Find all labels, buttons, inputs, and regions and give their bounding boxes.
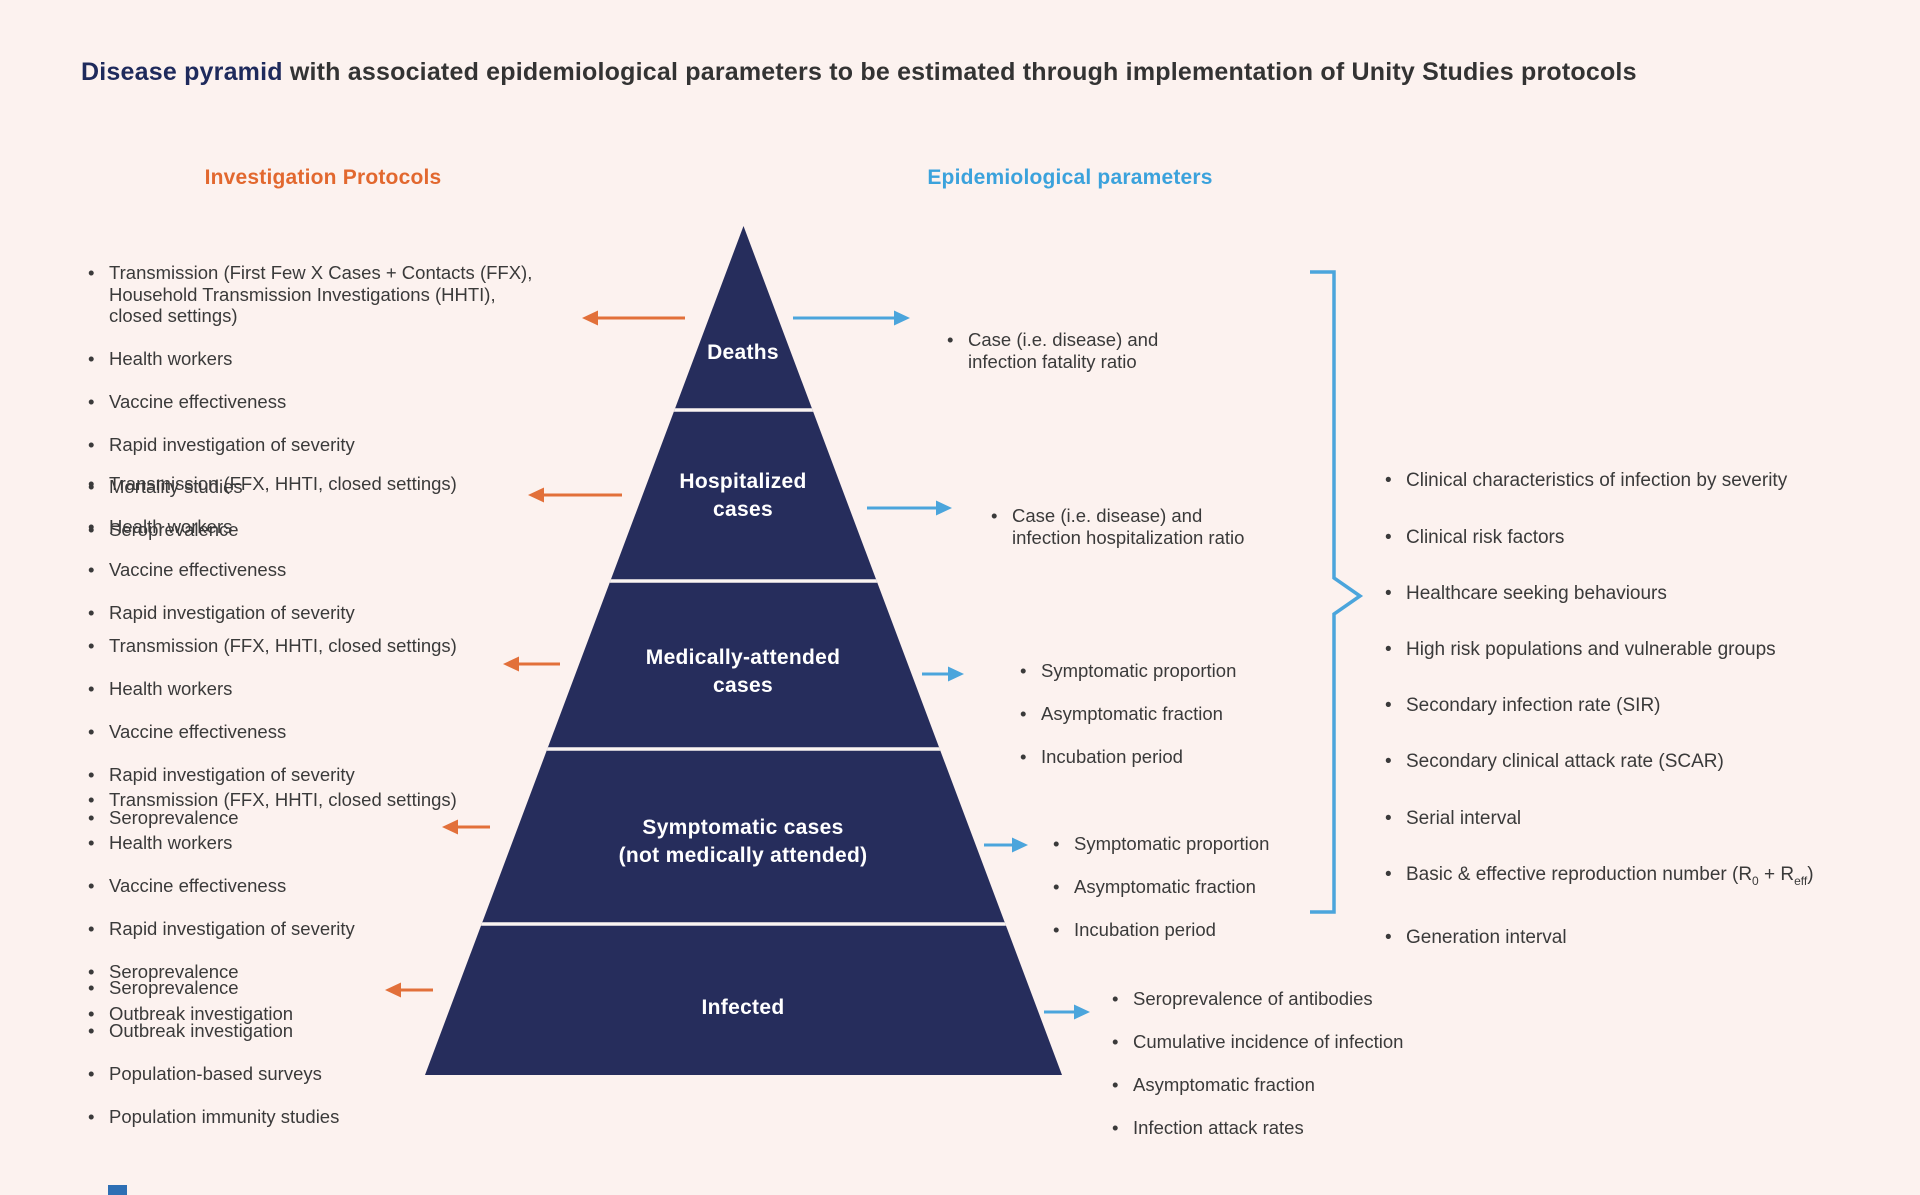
- list-item: Health workers: [83, 678, 457, 700]
- list-item: Seroprevalence: [83, 977, 339, 999]
- parameters-list-medically-attended: Symptomatic proportion Asymptomatic frac…: [1015, 639, 1236, 789]
- arrow-right-hospitalized-icon: [867, 500, 952, 516]
- list-item: Rapid investigation of severity: [83, 918, 457, 940]
- list-item: Health workers: [83, 832, 457, 854]
- list-item: Outbreak investigation: [83, 1003, 457, 1025]
- pyramid-level-medically-attended: Medically-attended cases: [645, 646, 841, 697]
- list-item: Asymptomatic fraction: [1107, 1074, 1403, 1096]
- list-item: Seroprevalence of antibodies: [1107, 988, 1403, 1010]
- list-item: Case (i.e. disease) and infection hospit…: [986, 505, 1244, 548]
- list-item: Rapid investigation of severity: [83, 764, 457, 786]
- reproduction-sub-0: 0: [1752, 873, 1759, 888]
- pyramid-shape: [425, 226, 1062, 1075]
- arrow-left-infected-icon: [385, 982, 433, 998]
- list-item: Vaccine effectiveness: [83, 391, 532, 413]
- list-item: Healthcare seeking behaviours: [1380, 583, 1814, 605]
- list-item: Outbreak investigation: [83, 1020, 339, 1042]
- parameters-list-hospitalized: Case (i.e. disease) and infection hospit…: [986, 484, 1244, 570]
- list-item: Asymptomatic fraction: [1048, 876, 1269, 898]
- reproduction-mid: + R: [1758, 863, 1795, 885]
- list-item: Rapid investigation of severity: [83, 434, 532, 456]
- pyramid-level-symptomatic: Symptomatic cases (not medically attende…: [618, 816, 868, 867]
- brace-bracket-icon: [1310, 270, 1364, 914]
- list-item: Vaccine effectiveness: [83, 721, 457, 743]
- list-item: Transmission (FFX, HHTI, closed settings…: [83, 789, 457, 811]
- protocols-list-symptomatic: Transmission (FFX, HHTI, closed settings…: [83, 768, 457, 1046]
- reproduction-sub-eff: eff: [1794, 873, 1808, 888]
- title-highlight: Disease pyramid: [81, 58, 283, 86]
- list-item: Health workers: [83, 516, 457, 538]
- list-item: Secondary infection rate (SIR): [1380, 695, 1814, 717]
- list-item: Clinical characteristics of infection by…: [1380, 470, 1814, 492]
- parameters-list-deaths: Case (i.e. disease) and infection fatali…: [942, 308, 1158, 394]
- list-item: Incubation period: [1048, 919, 1269, 941]
- parameters-list-symptomatic: Symptomatic proportion Asymptomatic frac…: [1048, 812, 1269, 962]
- pyramid-level-infected: Infected: [701, 996, 785, 1019]
- list-item: Case (i.e. disease) and infection fatali…: [942, 329, 1158, 372]
- list-item: Population-based surveys: [83, 1063, 339, 1085]
- list-item: Rapid investigation of severity: [83, 602, 457, 624]
- list-item: Transmission (FFX, HHTI, closed settings…: [83, 473, 457, 495]
- list-item: Cumulative incidence of infection: [1107, 1031, 1403, 1053]
- list-item: Vaccine effectiveness: [83, 875, 457, 897]
- arrow-left-deaths-icon: [582, 310, 685, 326]
- list-item: High risk populations and vulnerable gro…: [1380, 639, 1814, 661]
- arrow-right-deaths-icon: [793, 310, 910, 326]
- list-item: Serial interval: [1380, 808, 1814, 830]
- list-item: Vaccine effectiveness: [83, 559, 457, 581]
- list-item: Transmission (First Few X Cases + Contac…: [83, 262, 532, 326]
- list-item: Infection attack rates: [1107, 1117, 1403, 1139]
- footer-logo-fragment: [108, 1185, 127, 1195]
- list-item: Transmission (FFX, HHTI, closed settings…: [83, 635, 457, 657]
- list-item: Generation interval: [1380, 927, 1814, 949]
- protocols-list-hospitalized: Transmission (FFX, HHTI, closed settings…: [83, 452, 457, 645]
- parameters-list-infected: Seroprevalence of antibodies Cumulative …: [1107, 967, 1403, 1160]
- reproduction-post: ): [1807, 863, 1814, 885]
- arrow-left-hospitalized-icon: [528, 487, 622, 503]
- list-item: Population immunity studies: [83, 1106, 339, 1128]
- page-title: Disease pyramid with associated epidemio…: [81, 58, 1637, 87]
- investigation-protocols-header: Investigation Protocols: [204, 166, 442, 189]
- list-item: Clinical risk factors: [1380, 527, 1814, 549]
- list-item: Symptomatic proportion: [1048, 833, 1269, 855]
- list-item: Seroprevalence: [83, 807, 457, 829]
- epidemiological-parameters-header: Epidemiological parameters: [927, 166, 1213, 189]
- list-item: Health workers: [83, 348, 532, 370]
- arrow-left-medically-attended-icon: [503, 656, 560, 672]
- list-item-reproduction-number: Basic & effective reproduction number (R…: [1380, 864, 1814, 892]
- reproduction-pre: Basic & effective reproduction number (R: [1406, 863, 1753, 885]
- pyramid-level-hospitalized: Hospitalized cases: [679, 470, 807, 521]
- protocols-list-medically-attended: Transmission (FFX, HHTI, closed settings…: [83, 614, 457, 849]
- list-item: Symptomatic proportion: [1015, 660, 1236, 682]
- pyramid-level-deaths: Deaths: [707, 341, 779, 364]
- arrow-right-infected-icon: [1044, 1004, 1090, 1020]
- list-item: Incubation period: [1015, 746, 1236, 768]
- grouped-parameters-panel: Clinical characteristics of infection by…: [1380, 449, 1814, 983]
- arrow-right-symptomatic-icon: [984, 837, 1028, 853]
- list-item: Seroprevalence: [83, 961, 457, 983]
- list-item: Secondary clinical attack rate (SCAR): [1380, 751, 1814, 773]
- list-item: Asymptomatic fraction: [1015, 703, 1236, 725]
- protocols-list-infected: Seroprevalence Outbreak investigation Po…: [83, 956, 339, 1149]
- title-rest: with associated epidemiological paramete…: [282, 58, 1637, 86]
- arrow-right-medically-attended-icon: [922, 666, 964, 682]
